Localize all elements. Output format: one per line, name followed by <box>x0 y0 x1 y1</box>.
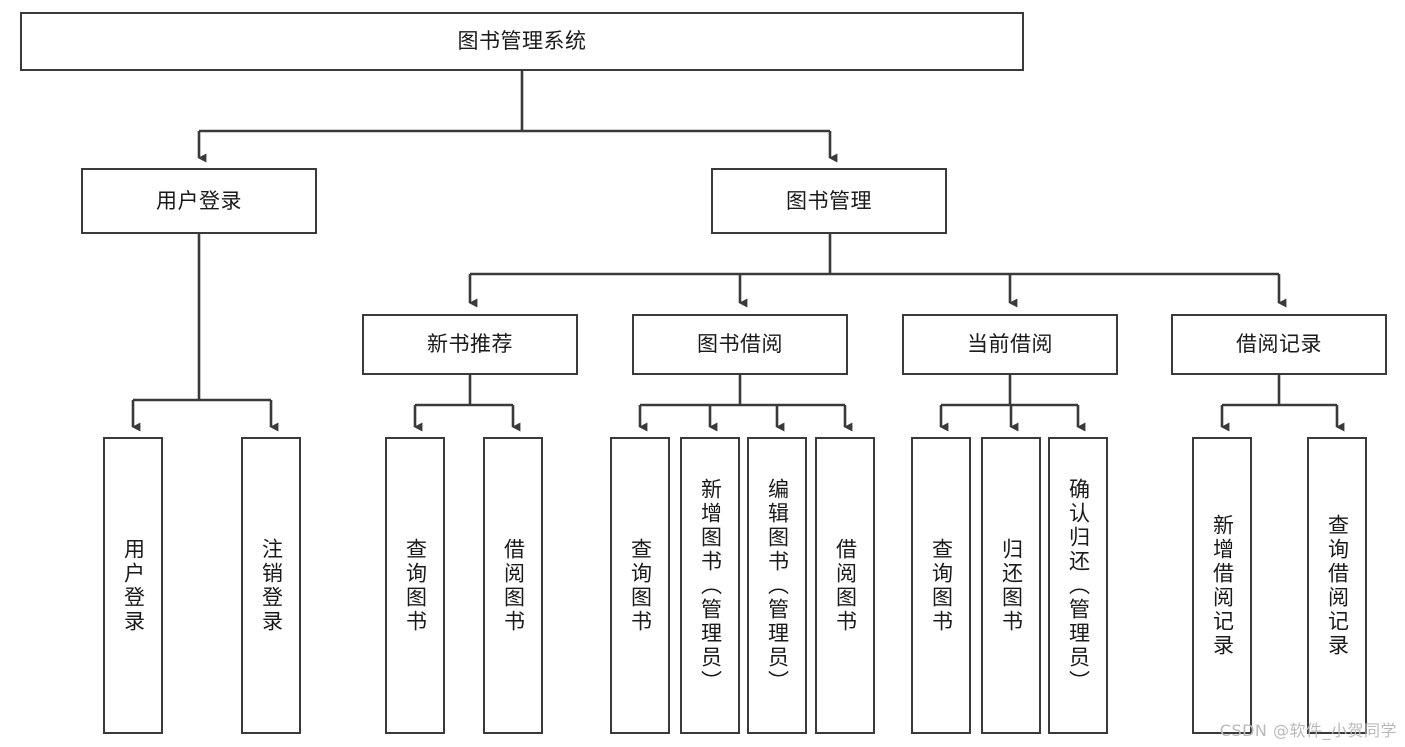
node-book-manage[interactable]: 图书管理 <box>711 168 947 234</box>
node-leaf-query-book-2-label: 查询图书 <box>628 537 653 634</box>
node-leaf-borrow-book-2-label: 借阅图书 <box>833 537 858 634</box>
node-root[interactable]: 图书管理系统 <box>20 12 1024 71</box>
node-user-login-label: 用户登录 <box>156 188 242 213</box>
node-leaf-query-book-3[interactable]: 查询图书 <box>911 437 971 734</box>
node-leaf-query-record-label: 查询借阅记录 <box>1325 513 1350 658</box>
node-leaf-query-book-2[interactable]: 查询图书 <box>610 437 670 734</box>
node-borrow-record[interactable]: 借阅记录 <box>1171 314 1387 375</box>
node-current-borrow[interactable]: 当前借阅 <box>902 314 1118 375</box>
node-new-book-recommend-label: 新书推荐 <box>427 332 513 357</box>
node-current-borrow-label: 当前借阅 <box>967 332 1053 357</box>
node-leaf-confirm-return-label: 确认归还（管理员） <box>1066 477 1091 694</box>
node-leaf-user-login[interactable]: 用户登录 <box>103 437 163 734</box>
node-leaf-return-book-label: 归还图书 <box>999 537 1024 634</box>
node-leaf-user-logout-label: 注销登录 <box>259 537 284 634</box>
node-leaf-edit-book-label: 编辑图书（管理员） <box>765 477 790 694</box>
node-leaf-user-logout[interactable]: 注销登录 <box>241 437 301 734</box>
node-leaf-borrow-book-1-label: 借阅图书 <box>501 537 526 634</box>
node-leaf-confirm-return[interactable]: 确认归还（管理员） <box>1048 437 1108 734</box>
node-borrow-record-label: 借阅记录 <box>1236 332 1322 357</box>
node-leaf-query-book-1[interactable]: 查询图书 <box>385 437 445 734</box>
node-leaf-add-book[interactable]: 新增图书（管理员） <box>680 437 740 734</box>
node-leaf-query-book-1-label: 查询图书 <box>403 537 428 634</box>
node-leaf-return-book[interactable]: 归还图书 <box>981 437 1041 734</box>
node-leaf-add-record[interactable]: 新增借阅记录 <box>1192 437 1252 734</box>
node-leaf-add-record-label: 新增借阅记录 <box>1210 513 1235 658</box>
node-root-label: 图书管理系统 <box>457 29 587 54</box>
node-user-login[interactable]: 用户登录 <box>81 168 317 234</box>
node-leaf-query-book-3-label: 查询图书 <box>929 537 954 634</box>
node-book-manage-label: 图书管理 <box>786 188 872 213</box>
node-book-borrow[interactable]: 图书借阅 <box>632 314 848 375</box>
node-leaf-query-record[interactable]: 查询借阅记录 <box>1307 437 1367 734</box>
node-leaf-borrow-book-2[interactable]: 借阅图书 <box>815 437 875 734</box>
node-book-borrow-label: 图书借阅 <box>697 332 783 357</box>
node-leaf-edit-book[interactable]: 编辑图书（管理员） <box>747 437 807 734</box>
node-leaf-user-login-label: 用户登录 <box>121 537 146 634</box>
node-leaf-add-book-label: 新增图书（管理员） <box>698 477 723 694</box>
watermark: CSDN @软件_小贺同学 <box>1219 721 1397 740</box>
node-leaf-borrow-book-1[interactable]: 借阅图书 <box>483 437 543 734</box>
node-new-book-recommend[interactable]: 新书推荐 <box>362 314 578 375</box>
